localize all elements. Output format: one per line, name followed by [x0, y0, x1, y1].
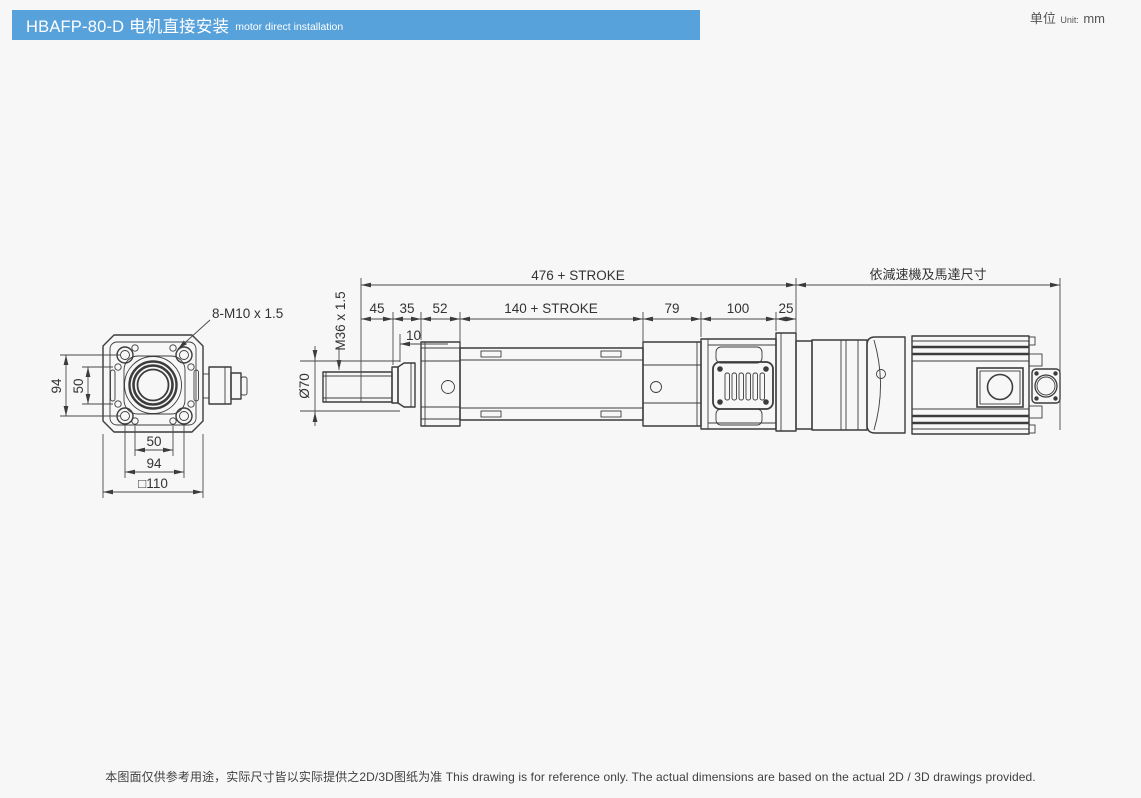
header-bar: HBAFP-80-D 电机直接安装 motor direct installat…: [12, 10, 700, 40]
piston-rod: [322, 371, 393, 403]
front-view-dimensions: 94 50 50 94 □110 8-M10 x 1.5: [49, 306, 283, 498]
dim-front-h94: 94: [146, 456, 162, 471]
unit-value: mm: [1083, 11, 1105, 26]
flange-inner-outline: [109, 341, 197, 426]
dim-45: 45: [369, 301, 384, 316]
rear-end-cap: [642, 341, 702, 427]
motor-rear-flange: [1028, 336, 1061, 434]
encoder-window: [976, 367, 1024, 408]
bore-plate-outline: [123, 355, 186, 415]
dim-front-v94: 94: [49, 378, 64, 394]
center-bore: [124, 356, 182, 414]
footer-note: 本图面仅供参考用途，实际尺寸皆以实际提供之2D/3D图纸为准 This draw…: [105, 770, 1036, 784]
dim-35: 35: [399, 301, 414, 316]
gearbox: [811, 336, 913, 434]
page-subtitle: motor direct installation: [235, 21, 344, 33]
body-tube: [459, 347, 644, 421]
motor: [911, 335, 1030, 435]
dim-140-stroke: 140 + STROKE: [504, 301, 597, 316]
coupling-plate: [775, 332, 813, 432]
dim-front-h50: 50: [146, 434, 161, 449]
vent-plate: [712, 361, 774, 410]
right-slot: [193, 369, 199, 402]
dim-79: 79: [664, 301, 679, 316]
left-slot: [110, 369, 116, 402]
flange-outline: [102, 334, 204, 433]
front-view: 94 50 50 94 □110 8-M10 x 1.5: [49, 306, 283, 498]
corner-bolt-holes: [116, 346, 193, 425]
connector: [202, 366, 248, 405]
dim-motor-size: 依減速機及馬達尺寸: [869, 267, 986, 282]
side-view-dimensions: 476 + STROKE 依減速機及馬達尺寸 45 35 52 140 + ST…: [297, 267, 1061, 430]
label-bolt-callout: 8-M10 x 1.5: [212, 306, 283, 321]
dim-overall-stroke: 476 + STROKE: [531, 268, 624, 283]
unit-label-en: Unit:: [1060, 15, 1079, 25]
m10-holes: [114, 344, 195, 425]
unit-indicator: 单位 Unit: mm: [1030, 8, 1105, 28]
label-rod-diameter: Ø70: [297, 373, 312, 399]
label-thread-m36: M36 x 1.5: [333, 291, 348, 350]
drive-housing: [700, 338, 777, 430]
side-view: 476 + STROKE 依減速機及馬達尺寸 45 35 52 140 + ST…: [297, 267, 1061, 435]
page-title: HBAFP-80-D 电机直接安装: [26, 18, 230, 36]
dim-25: 25: [778, 301, 793, 316]
rod-end-nut: [391, 362, 416, 408]
front-end-cap: [420, 341, 461, 427]
dim-front-v50: 50: [71, 378, 86, 393]
dim-front-square110: □110: [138, 476, 168, 491]
dim-52: 52: [432, 301, 447, 316]
unit-label-cn: 单位: [1029, 11, 1056, 26]
dim-10: 10: [406, 328, 421, 343]
dim-100: 100: [727, 301, 750, 316]
